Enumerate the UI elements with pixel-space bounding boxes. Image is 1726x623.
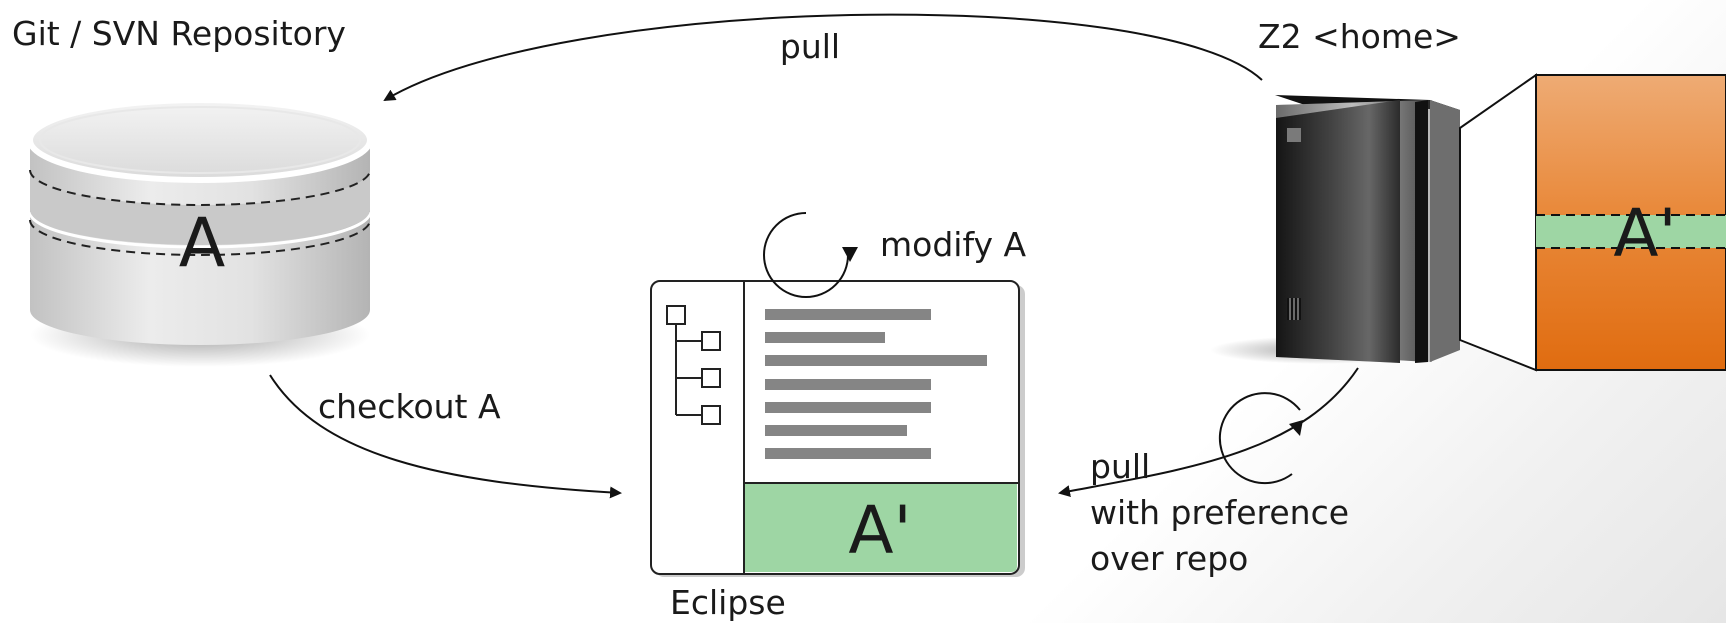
modify-label: modify A [880,225,1027,264]
checkout-arrow [269,374,622,499]
pull-bottom-label-line1: pull [1090,447,1150,486]
server-storage-panel [1535,74,1726,371]
preference-cycle-arrowhead [1289,420,1303,436]
modify-cycle-arrow [763,212,849,298]
modify-cycle-arrowhead [842,247,858,262]
eclipse-window-icon [650,280,1025,577]
eclipse-item-label: A' [848,492,911,569]
pull-arrow-bottom [1058,367,1359,498]
server-icon [1210,95,1460,364]
pull-bottom-label-line3: over repo [1090,539,1248,578]
server-zoom-projection [1459,73,1537,372]
server-item-label: A' [1613,195,1676,272]
pull-top-label: pull [780,27,840,66]
checkout-label: checkout A [318,387,501,426]
repository-title: Git / SVN Repository [12,14,346,53]
preference-cycle-arrow [1218,392,1301,485]
server-title: Z2 <home> [1258,17,1461,56]
eclipse-title: Eclipse [670,583,786,622]
repository-cylinder-icon [27,97,373,367]
pull-bottom-label-line2: with preference [1090,493,1349,532]
pull-arrow-top [383,13,1263,102]
repository-item-label: A [179,204,226,283]
